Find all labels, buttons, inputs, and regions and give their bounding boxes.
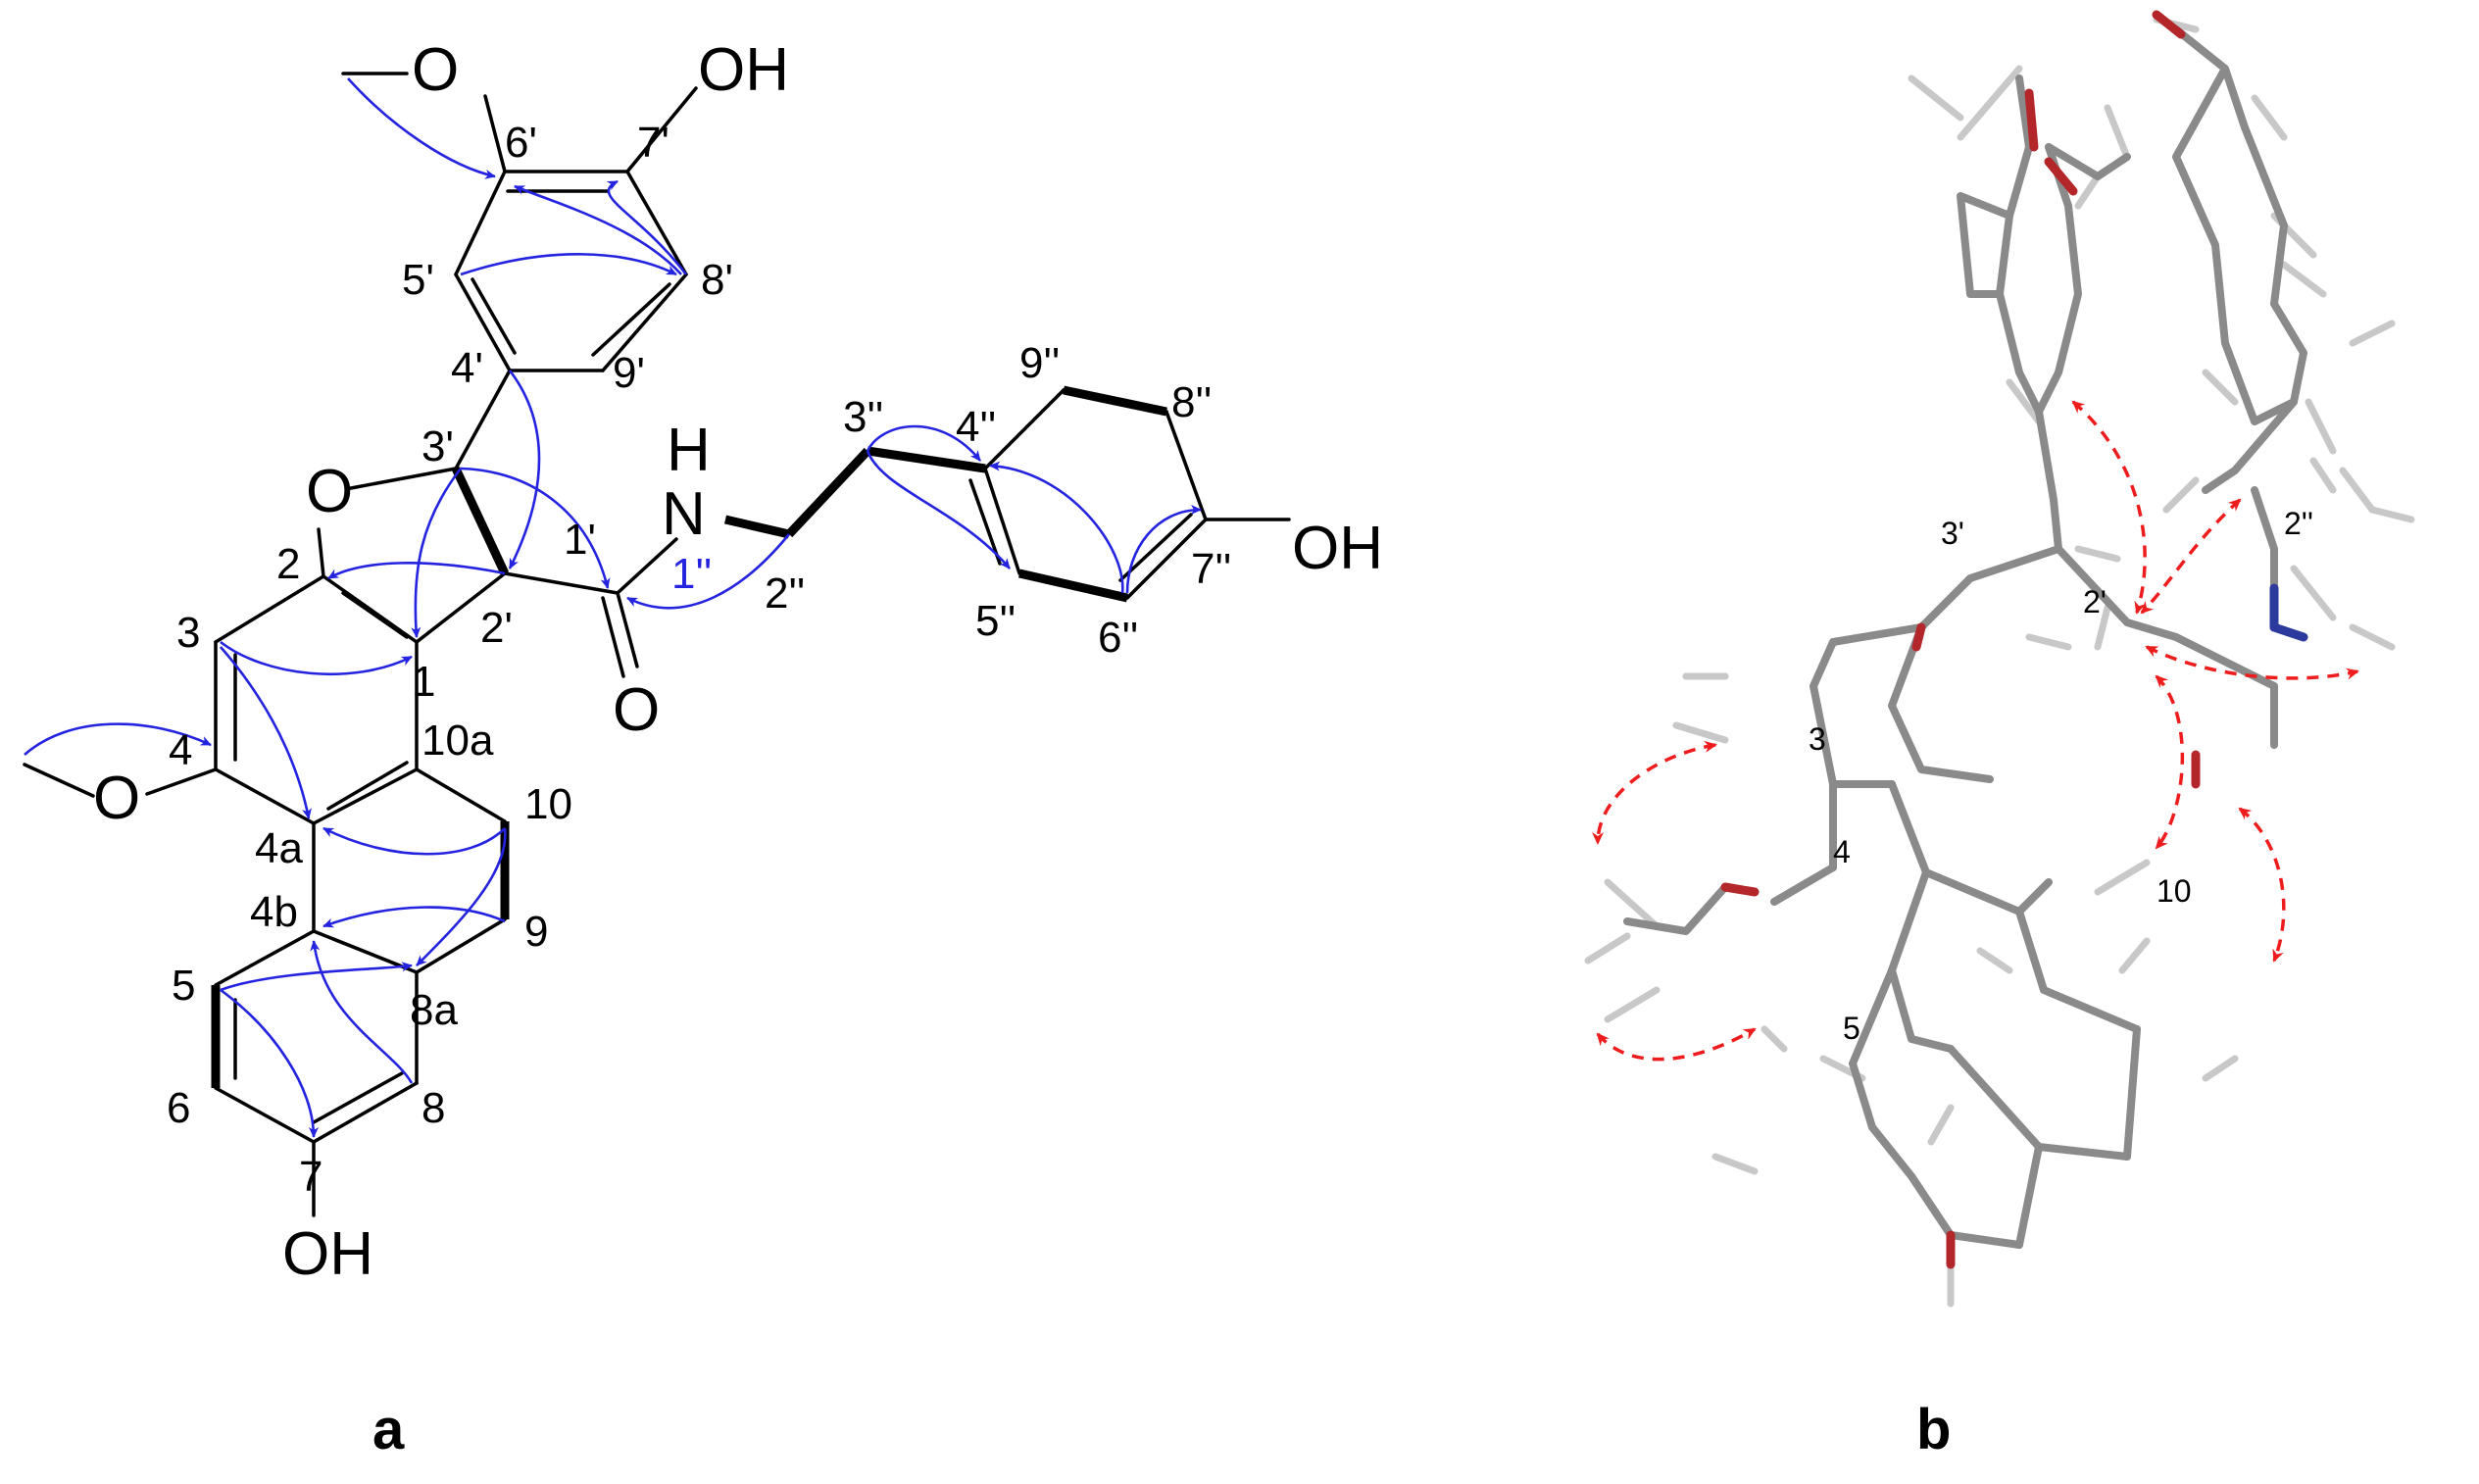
noesy-arrows (1592, 400, 2359, 1062)
label-5pp: 5'' (975, 597, 1016, 645)
label-5p: 5' (402, 256, 434, 304)
label-oh-bottom: OH (282, 1220, 373, 1288)
label-8pp: 8'' (1171, 378, 1212, 426)
label-8: 8 (421, 1084, 445, 1132)
atom-labels: OH O 6' 7' 5' 8' 4' 9' 3' O 2 1 2' 1' 3 … (93, 36, 1383, 1288)
label-7: 7 (299, 1153, 322, 1201)
panel-label-a: a (372, 1398, 405, 1461)
label-4: 4 (169, 726, 192, 774)
label-4b: 4b (250, 888, 298, 936)
label-oh-right: OH (1292, 515, 1383, 582)
structure-a: OH O 6' 7' 5' 8' 4' 9' 3' O 2 1 2' 1' 3 … (23, 36, 1383, 1461)
label-2pp: 2'' (765, 569, 805, 618)
label-1: 1 (412, 658, 435, 706)
model-label-2pp: 2'' (2284, 506, 2313, 541)
model-label-10: 10 (2157, 873, 2192, 909)
label-5: 5 (172, 962, 195, 1010)
label-8p: 8' (701, 256, 733, 304)
label-6: 6 (167, 1084, 190, 1132)
label-7p: 7' (637, 119, 669, 167)
label-2: 2 (276, 540, 300, 588)
model-label-5: 5 (1843, 1011, 1860, 1046)
label-7pp: 7'' (1191, 545, 1231, 593)
label-9: 9 (524, 908, 548, 956)
label-6p: 6' (505, 119, 537, 167)
label-o-methoxy-left: O (93, 765, 140, 832)
hmbc-arrows (24, 77, 1202, 1138)
label-10a: 10a (421, 717, 494, 765)
o-atoms (1720, 10, 2201, 1269)
label-9pp: 9'' (1019, 339, 1060, 387)
label-10: 10 (524, 780, 572, 828)
c-bonds (1623, 25, 2307, 1249)
h-bonds (1584, 16, 2415, 1308)
model-label-3p: 3' (1941, 516, 1964, 551)
label-oh-top: OH (698, 36, 789, 104)
label-3pp: 3'' (843, 393, 883, 441)
model-label-2p: 2' (2083, 584, 2107, 619)
label-6pp: 6'' (1098, 614, 1138, 662)
panel-label-b: b (1916, 1398, 1951, 1461)
label-o-ring: O (306, 458, 353, 525)
label-1p: 1' (564, 516, 596, 564)
label-4a: 4a (255, 824, 303, 872)
label-9p: 9' (613, 349, 645, 397)
label-h-amide: H (667, 417, 711, 484)
label-o-carbonyl: O (613, 676, 660, 744)
n-atoms (2269, 583, 2308, 642)
label-8a: 8a (410, 986, 458, 1034)
label-o-methoxy-top: O (412, 36, 459, 104)
label-4pp: 4'' (956, 403, 996, 451)
model-labels: 2'' 3' 2' 3 4 10 5 (1809, 506, 2313, 1046)
label-3: 3 (176, 609, 200, 657)
model-label-3: 3 (1809, 721, 1826, 757)
model-b: 2'' 3' 2' 3 4 10 5 b (1584, 10, 2415, 1461)
label-2p: 2' (480, 604, 513, 652)
label-n-amide: N (662, 480, 706, 548)
label-3p: 3' (421, 422, 454, 470)
bonds (23, 72, 1291, 1217)
model-label-4: 4 (1833, 834, 1851, 869)
label-4p: 4' (451, 344, 483, 392)
label-1pp: 1'' (671, 550, 712, 598)
